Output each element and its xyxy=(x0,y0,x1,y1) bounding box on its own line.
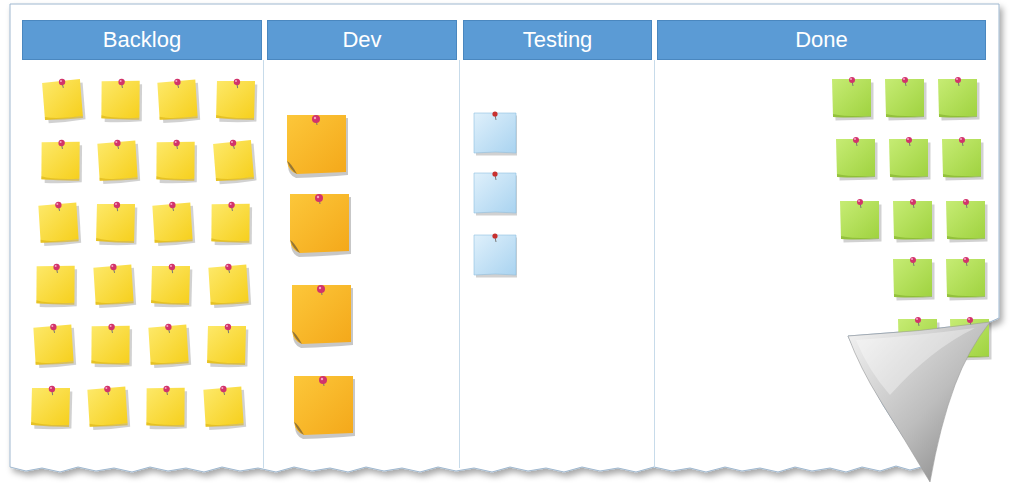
backlog-stickies xyxy=(30,78,259,431)
sticky-note xyxy=(40,139,83,184)
sticky-note xyxy=(30,385,74,431)
column-divider xyxy=(263,60,264,468)
sticky-note xyxy=(292,285,353,348)
sticky-note xyxy=(889,137,931,181)
sticky-note xyxy=(946,257,988,301)
sticky-note xyxy=(93,263,136,308)
sticky-note xyxy=(33,323,76,368)
sticky-note xyxy=(836,137,878,181)
sticky-note xyxy=(95,201,139,247)
sticky-note xyxy=(213,139,257,185)
sticky-note xyxy=(90,323,133,368)
column-header: Dev xyxy=(267,20,457,60)
sticky-note xyxy=(145,385,188,430)
sticky-note xyxy=(893,257,935,301)
column-header: Done xyxy=(657,20,986,60)
board-page xyxy=(10,4,999,472)
testing-stickies xyxy=(474,111,517,277)
column-title: Testing xyxy=(523,28,593,52)
sticky-note xyxy=(87,385,130,430)
column-divider xyxy=(459,60,460,468)
sticky-note xyxy=(210,201,253,246)
sticky-note xyxy=(206,323,250,369)
sticky-note xyxy=(157,78,200,123)
column-divider xyxy=(654,60,655,468)
sticky-note xyxy=(942,137,984,181)
column-dividers xyxy=(264,60,655,468)
sticky-note xyxy=(100,78,143,123)
sticky-note xyxy=(474,171,517,215)
column-header: Backlog xyxy=(22,20,262,60)
sticky-note xyxy=(938,77,980,121)
column-title: Backlog xyxy=(103,28,181,52)
sticky-note xyxy=(294,376,355,439)
sticky-note xyxy=(97,139,140,184)
sticky-note xyxy=(215,78,259,124)
sticky-note xyxy=(208,263,251,308)
sticky-note xyxy=(155,139,198,184)
page-curl xyxy=(848,322,990,482)
sticky-note xyxy=(474,111,517,155)
sticky-note xyxy=(42,78,86,124)
column-header: Testing xyxy=(463,20,652,60)
sticky-note xyxy=(152,201,195,246)
sticky-note xyxy=(946,199,988,243)
sticky-note xyxy=(38,201,81,246)
sticky-note xyxy=(832,77,874,121)
sticky-note xyxy=(290,194,351,257)
sticky-note xyxy=(893,199,935,243)
done-stickies xyxy=(832,77,992,361)
dev-stickies xyxy=(287,115,355,439)
sticky-note xyxy=(148,323,191,368)
column-title: Done xyxy=(795,28,848,52)
sticky-note xyxy=(150,263,194,309)
sticky-note xyxy=(885,77,927,121)
sticky-note xyxy=(287,115,348,178)
sticky-note xyxy=(35,263,78,308)
page-curl-shade xyxy=(856,328,975,395)
column-title: Dev xyxy=(342,28,381,52)
sticky-note xyxy=(840,199,882,243)
sticky-note xyxy=(474,233,517,277)
sticky-note xyxy=(203,385,246,430)
